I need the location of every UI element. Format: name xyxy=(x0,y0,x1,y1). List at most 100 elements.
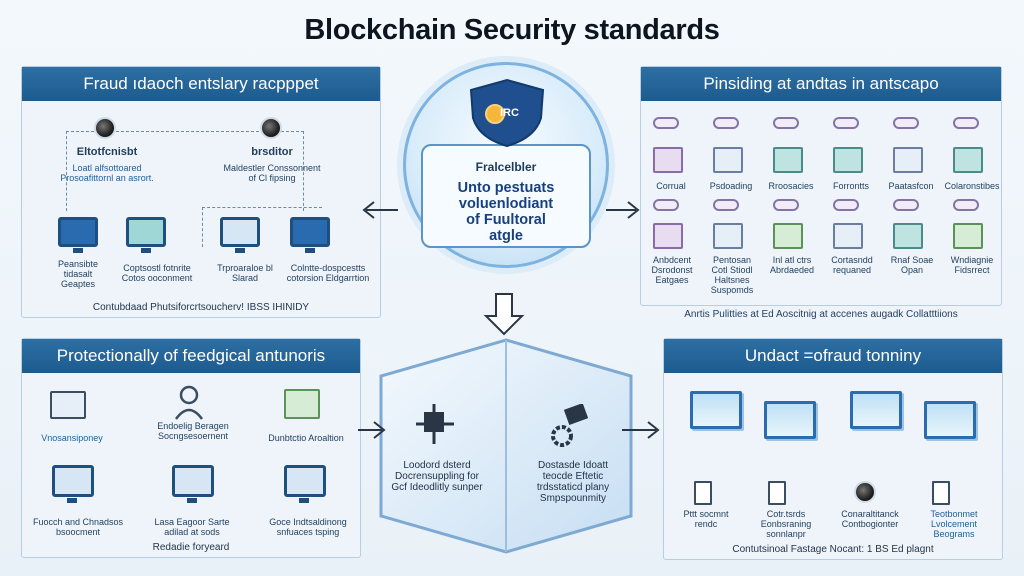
panel-footer: Contubdaad Phutsiforcrtsoucherv! IBSS IH… xyxy=(92,302,310,313)
node-caption: Pttt socmnt rendc xyxy=(683,509,729,529)
node-caption: Coptsostl fotnrite Cotos ooconment xyxy=(121,263,193,283)
arrow-down-icon xyxy=(483,293,525,336)
network-icon xyxy=(833,199,859,211)
computer-icon xyxy=(58,217,98,253)
chart-icon xyxy=(893,223,923,249)
network-icon xyxy=(653,199,679,211)
network-icon xyxy=(953,199,979,211)
lock-icon xyxy=(260,117,282,139)
cell-label: Psdoading xyxy=(709,181,753,191)
panel-fraud-training: Undact =ofraud tonniny Pttt socmnt rendc… xyxy=(663,338,1003,560)
panel-footer: Anrtis Pulitties at Ed Aoscitnig at acce… xyxy=(684,309,958,320)
download-icon xyxy=(220,217,260,253)
node-caption: Trproaraloe bl Slarad xyxy=(217,263,273,283)
panel-protection: Protectionally of feedgical antunoris Vn… xyxy=(21,338,361,558)
shield-icon xyxy=(469,78,545,148)
cell-label: Forrontts xyxy=(832,181,869,191)
network-icon xyxy=(893,199,919,211)
node-caption: Fuocch and Chnadsos bsoocment xyxy=(32,517,124,537)
computer-icon xyxy=(284,465,326,503)
dashboard-icon xyxy=(850,391,902,429)
arrow-left-icon xyxy=(362,201,398,219)
node-title: brsditor xyxy=(251,146,293,158)
hub-badge: IRC xyxy=(500,107,519,119)
cell-label: Paatasfcon xyxy=(888,181,934,191)
node-caption: Teotbonmet Lvolcement Beograms xyxy=(930,509,978,539)
computer-icon xyxy=(290,217,330,253)
user-icon xyxy=(174,385,204,420)
network-icon xyxy=(284,389,320,419)
fingerprint-icon xyxy=(94,117,116,139)
document-icon xyxy=(713,147,743,173)
camera-icon xyxy=(854,481,876,503)
node-caption: Lasa Eagoor Sarte adilad at sods xyxy=(154,517,230,537)
hex-right-caption: Dostasde Idoatt teocde Eftetic trdsstati… xyxy=(536,460,610,504)
node-caption: Conaraltitanck Contbogionter xyxy=(841,509,899,529)
document-icon xyxy=(713,223,743,249)
flow-connector xyxy=(202,207,322,247)
chart-icon xyxy=(953,147,983,173)
central-hexagon xyxy=(379,338,633,554)
node-caption: Peansibte tidasalt Geaptes xyxy=(57,259,99,289)
node-caption: Endoelig Beragen Socngsesoernent xyxy=(157,421,229,441)
network-icon xyxy=(713,199,739,211)
panel-header: Undact =ofraud tonniny xyxy=(664,339,1002,373)
cell-label: Inl atl ctrs Abrdaeded xyxy=(769,255,815,275)
computer-icon xyxy=(172,465,214,503)
document-icon xyxy=(694,481,712,505)
hub-subtitle: Fralcelbler xyxy=(475,160,537,174)
dashboard-icon xyxy=(690,391,742,429)
panel-fraud-detection: Fraud ıdaoch entslary racpppet Eltotfcni… xyxy=(21,66,381,318)
panel-header: Pinsiding at andtas in antscapo xyxy=(641,67,1001,101)
panel-monitoring: Pinsiding at andtas in antscapo Corrual … xyxy=(640,66,1002,306)
chart-icon xyxy=(773,223,803,249)
cell-label: Rnaf Soae Opan xyxy=(890,255,934,275)
document-icon xyxy=(653,147,683,173)
cell-label: Rroosacies xyxy=(768,181,814,191)
computer-icon xyxy=(52,465,94,503)
panel-footer: Contutsinoal Fastage Nocant: 1 BS Ed pla… xyxy=(732,544,934,555)
node-caption: Cotr.tsrds Eonbsraning sonnlanpr xyxy=(760,509,812,539)
chart-icon xyxy=(953,223,983,249)
cell-label: Colaronstibes xyxy=(944,181,1000,191)
node-caption: Goce Indtsaldinong snfuaces tsping xyxy=(269,517,347,537)
cell-label: Corrual xyxy=(656,181,686,191)
chart-icon xyxy=(773,147,803,173)
cell-label: Cortasndd requaned xyxy=(831,255,873,275)
arrow-right-icon xyxy=(622,421,660,439)
dashboard-icon xyxy=(764,401,816,439)
monitor-icon xyxy=(50,391,86,419)
chart-icon xyxy=(833,147,863,173)
hex-left-caption: Loodord dsterd Docrensuppling for Gcf Id… xyxy=(391,460,483,493)
node-caption: Loatl alfsottoared Prosoafittornl an asr… xyxy=(60,163,154,183)
monitor-icon xyxy=(126,217,166,253)
document-icon xyxy=(653,223,683,249)
page-title: Blockchain Security standards xyxy=(304,14,720,46)
arrow-left-icon xyxy=(358,421,386,439)
flow-connector xyxy=(66,131,304,211)
node-caption: Dunbtctio Aroaltion xyxy=(268,433,344,443)
document-icon xyxy=(893,147,923,173)
dashboard-icon xyxy=(924,401,976,439)
panel-footer: Redadie foryeard xyxy=(152,542,230,553)
arrow-right-icon xyxy=(606,201,640,219)
blockchain-icon xyxy=(416,404,454,444)
cell-label: Pentosan Cotl Stiodl Haltsnes Suspomds xyxy=(710,255,754,295)
document-icon xyxy=(833,223,863,249)
node-caption: Maldestler Conssonnent of Cl fipsing xyxy=(223,163,321,183)
network-icon xyxy=(773,199,799,211)
cell-label: Wndiagnie Fidsrrect xyxy=(950,255,994,275)
network-icon xyxy=(953,117,979,129)
panel-header: Fraud ıdaoch entslary racpppet xyxy=(22,67,380,101)
node-caption: Vnosansiponey xyxy=(41,433,103,443)
network-icon xyxy=(653,117,679,129)
network-icon xyxy=(893,117,919,129)
document-icon xyxy=(768,481,786,505)
hub-card xyxy=(421,144,591,248)
panel-header: Protectionally of feedgical antunoris xyxy=(22,339,360,373)
gear-icon xyxy=(551,404,589,447)
cell-label: Anbdcent Dsrodonst Eatgaes xyxy=(651,255,693,285)
hub-text: Unto pestuats voluenlodiant of Fuultoral… xyxy=(457,180,555,244)
network-icon xyxy=(833,117,859,129)
node-caption: Colntte-dospcestts cotorsion Eldgarrtion xyxy=(286,263,370,283)
